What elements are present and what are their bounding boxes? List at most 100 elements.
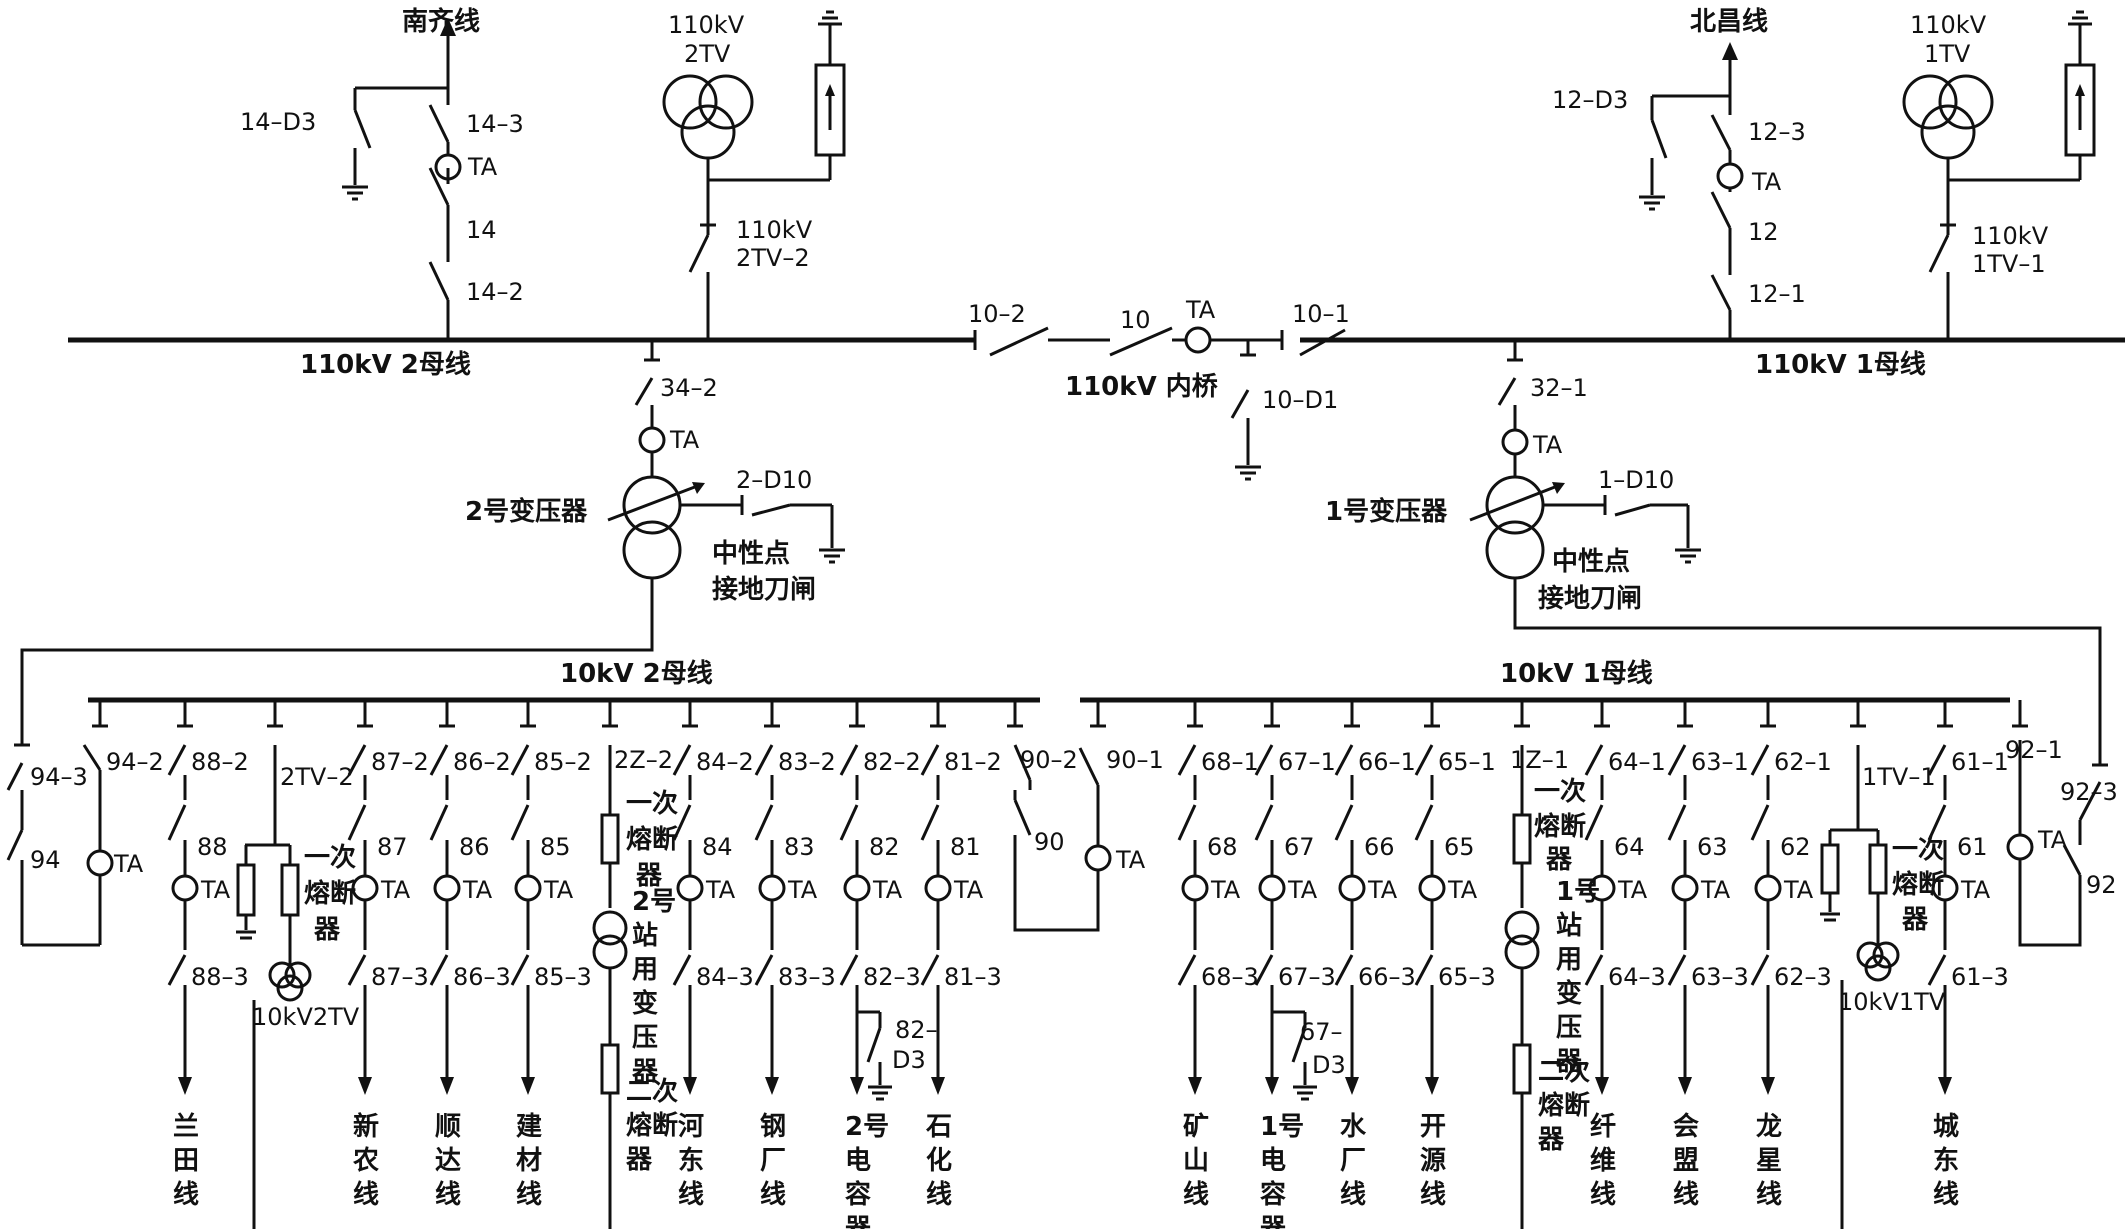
fuse1-label-c: 器 xyxy=(313,915,341,945)
feeder-84-name-2: 线 xyxy=(678,1180,704,1210)
switch-81-bot-label: 81–3 xyxy=(944,963,1002,991)
switch-66-top-label: 66–1 xyxy=(1358,748,1416,776)
line-bay-beichang xyxy=(1639,42,1744,340)
ta-61-label: TA xyxy=(1960,876,1991,904)
ta-85-icon xyxy=(514,874,542,902)
ta-81-label: TA xyxy=(953,876,984,904)
fuse2-label-c: 器 xyxy=(1901,905,1929,935)
ta-68-icon xyxy=(1181,874,1209,902)
switch-63-top-label: 63–1 xyxy=(1691,748,1749,776)
pt-10kv-1tv xyxy=(1820,700,1900,1229)
switch-68-bot-label: 68–3 xyxy=(1201,963,1259,991)
feeder-67-name-2: 容 xyxy=(1260,1179,1286,1210)
ground-icon xyxy=(1235,465,1261,481)
feeder-bays: 88–288TA88–3兰田线87–287TA87–3新农线86–286TA86… xyxy=(167,700,2009,1229)
breaker-90-label: 90 xyxy=(1034,828,1065,856)
feeder-63-name-0: 会 xyxy=(1673,1112,1699,1142)
arrow-down-icon xyxy=(1425,1077,1439,1095)
switch-14-3-label: 14–3 xyxy=(466,110,524,138)
breaker-12-label: 12 xyxy=(1748,218,1779,246)
switch-82-bot-label: 82–3 xyxy=(863,963,921,991)
tv1-voltage-label: 110kV xyxy=(1910,11,1987,39)
switch-82-d3-label-a: 82– xyxy=(895,1016,938,1044)
st2-name-0: 2号 xyxy=(632,887,676,917)
feeder-63-name-1: 盟 xyxy=(1673,1146,1699,1176)
feeder-62-name-0: 龙 xyxy=(1756,1112,1782,1142)
line-beichang-label: 北昌线 xyxy=(1690,7,1768,37)
st1-fuse2-0: 二次 xyxy=(1538,1057,1590,1087)
st1-fuse2-1: 熔断 xyxy=(1538,1090,1590,1121)
feeder-86-name-1: 达 xyxy=(435,1146,461,1176)
arrow-down-icon xyxy=(1265,1077,1279,1095)
ta-83-icon xyxy=(758,874,786,902)
feeder-83-name-0: 钢 xyxy=(760,1112,786,1142)
ta-67-icon xyxy=(1258,874,1286,902)
tv10-2-label: 10kV2TV xyxy=(252,1003,360,1031)
tv1-switch-label: 1TV–1 xyxy=(1972,250,2046,278)
switch-64-top-label: 64–1 xyxy=(1608,748,1666,776)
bus-10kv-1-label: 10kV 1母线 xyxy=(1500,659,1653,689)
breaker-84-label: 84 xyxy=(702,833,733,861)
switch-67-top-label: 67–1 xyxy=(1278,748,1336,776)
st1-name-4: 压 xyxy=(1556,1013,1582,1043)
feeder-62-name-2: 线 xyxy=(1756,1180,1782,1210)
switch-86-top-label: 86–2 xyxy=(453,748,511,776)
breaker-86-label: 86 xyxy=(459,833,490,861)
cap-ground-82-d3 xyxy=(858,1010,892,1101)
st1-name-2: 用 xyxy=(1556,945,1582,975)
feeder-83-name-1: 厂 xyxy=(760,1146,786,1176)
switch-10-d1-label: 10–D1 xyxy=(1262,386,1338,414)
feeder-66-name-0: 水 xyxy=(1340,1112,1367,1142)
switch-90-1-label: 90–1 xyxy=(1106,746,1164,774)
feeder-85-name-0: 建 xyxy=(516,1112,542,1142)
st1-name-3: 变 xyxy=(1556,978,1582,1009)
switch-10-1-label: 10–1 xyxy=(1292,300,1350,328)
switch-87-top-label: 87–2 xyxy=(371,748,429,776)
breaker-81-label: 81 xyxy=(950,833,981,861)
arrow-down-icon xyxy=(358,1077,372,1095)
fuse2-label-a: 一次 xyxy=(1892,835,1944,865)
ta-66-label: TA xyxy=(1367,876,1398,904)
tv2-voltage-label: 110kV xyxy=(668,11,745,39)
tv2-switch-voltage-label: 110kV xyxy=(736,216,813,244)
arrow-down-icon xyxy=(850,1077,864,1095)
breaker-82-label: 82 xyxy=(869,833,900,861)
breaker-66-label: 66 xyxy=(1364,833,1395,861)
feeder-68-name-2: 线 xyxy=(1183,1180,1209,1210)
breaker-10-label: 10 xyxy=(1120,306,1151,334)
ground-icon xyxy=(342,185,368,201)
st1-name-5: 器 xyxy=(1555,1047,1583,1077)
switch-1tv-1-label: 1TV–1 xyxy=(1862,763,1936,791)
line-nanqi-label: 南齐线 xyxy=(402,6,480,37)
cap-ground-67-d3 xyxy=(1272,1010,1317,1101)
switch-88-top-label: 88–2 xyxy=(191,748,249,776)
switch-84-bot-label: 84–3 xyxy=(696,963,754,991)
feeder-65-name-2: 线 xyxy=(1420,1180,1446,1210)
switch-67-d3-label-a: 67– xyxy=(1300,1018,1343,1046)
switch-14-d3-label: 14–D3 xyxy=(240,108,316,136)
st2-name-4: 压 xyxy=(632,1023,658,1053)
feeder-66-name-2: 线 xyxy=(1340,1180,1366,1210)
st1-fuse-label-a: 一次 xyxy=(1534,777,1586,807)
switch-62-bot-label: 62–3 xyxy=(1774,963,1832,991)
feeder-67-name-3: 器 xyxy=(1259,1214,1287,1229)
feeder-66-name-1: 厂 xyxy=(1340,1146,1366,1176)
feeder-63-name-2: 线 xyxy=(1673,1180,1699,1210)
switch-83-bot-label: 83–3 xyxy=(778,963,836,991)
ta-90-label: TA xyxy=(1115,846,1146,874)
tv10-1-label: 10kV1TV xyxy=(1838,988,1946,1016)
ta-87-icon xyxy=(351,874,379,902)
st2-fuse2-2: 器 xyxy=(625,1145,653,1175)
ta-81-icon xyxy=(924,874,952,902)
bus-tie-90 xyxy=(1007,700,1112,932)
breaker-88-label: 88 xyxy=(197,833,228,861)
switch-63-bot-label: 63–3 xyxy=(1691,963,1749,991)
feeder-86-name-2: 线 xyxy=(435,1180,461,1210)
arrow-down-icon xyxy=(931,1077,945,1095)
